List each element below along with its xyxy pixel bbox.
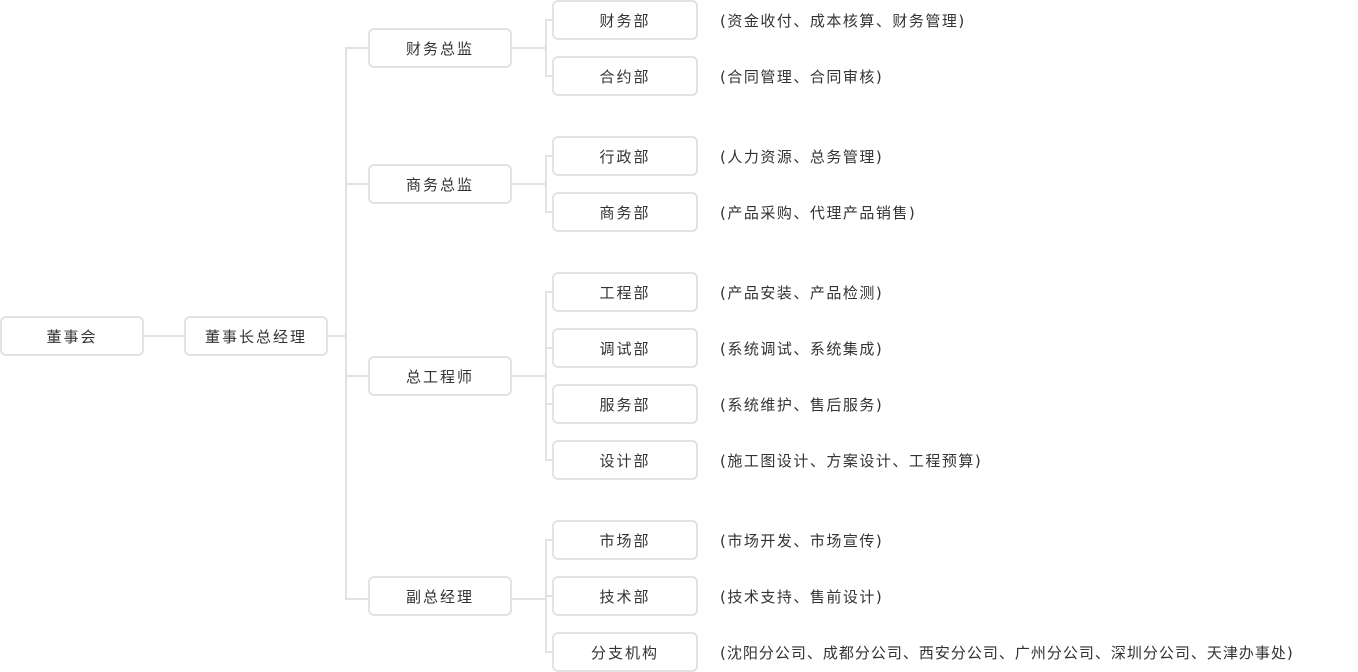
node-dept-commissioning: 调试部 <box>552 328 698 368</box>
connector-group-1-trunk <box>512 183 546 185</box>
node-director-deputy-gm: 副总经理 <box>368 576 512 616</box>
connector-group-0-trunk <box>512 47 546 49</box>
connector-group-0-spine <box>545 19 547 77</box>
connector-director-3 <box>345 598 368 600</box>
connector-board-gm <box>144 335 184 337</box>
connector-group-2-spine <box>545 291 547 461</box>
node-dept-contract: 合约部 <box>552 56 698 96</box>
dept-desc-design: (施工图设计、方案设计、工程预算) <box>720 451 983 470</box>
node-dept-design: 设计部 <box>552 440 698 480</box>
connector-dept-2-3 <box>545 459 552 461</box>
connector-group-2-trunk <box>512 375 546 377</box>
node-dept-admin: 行政部 <box>552 136 698 176</box>
node-director-business: 商务总监 <box>368 164 512 204</box>
dept-desc-engineering: (产品安装、产品检测) <box>720 283 884 302</box>
dept-desc-service: (系统维护、售后服务) <box>720 395 884 414</box>
connector-dept-0-0 <box>545 19 552 21</box>
dept-desc-finance: (资金收付、成本核算、财务管理) <box>720 11 966 30</box>
connector-dept-2-0 <box>545 291 552 293</box>
connector-group-3-trunk <box>512 598 546 600</box>
node-dept-branches: 分支机构 <box>552 632 698 672</box>
node-board: 董事会 <box>0 316 144 356</box>
connector-dept-0-1 <box>545 75 552 77</box>
dept-desc-business: (产品采购、代理产品销售) <box>720 203 917 222</box>
connector-dept-2-1 <box>545 347 552 349</box>
connector-gm-spine <box>345 47 347 599</box>
connector-director-0 <box>345 47 368 49</box>
node-dept-business: 商务部 <box>552 192 698 232</box>
dept-desc-commissioning: (系统调试、系统集成) <box>720 339 884 358</box>
node-dept-service: 服务部 <box>552 384 698 424</box>
connector-dept-1-1 <box>545 211 552 213</box>
node-dept-engineering: 工程部 <box>552 272 698 312</box>
node-director-finance: 财务总监 <box>368 28 512 68</box>
dept-desc-admin: (人力资源、总务管理) <box>720 147 884 166</box>
connector-dept-3-1 <box>545 595 552 597</box>
node-dept-finance: 财务部 <box>552 0 698 40</box>
connector-dept-3-0 <box>545 539 552 541</box>
connector-director-2 <box>345 375 368 377</box>
node-general-manager: 董事长总经理 <box>184 316 328 356</box>
node-dept-marketing: 市场部 <box>552 520 698 560</box>
connector-gm-trunk <box>328 335 346 337</box>
dept-desc-contract: (合同管理、合同审核) <box>720 67 884 86</box>
connector-group-1-spine <box>545 155 547 213</box>
connector-dept-3-2 <box>545 651 552 653</box>
connector-dept-2-2 <box>545 403 552 405</box>
dept-desc-marketing: (市场开发、市场宣传) <box>720 531 884 550</box>
dept-desc-technical: (技术支持、售前设计) <box>720 587 884 606</box>
connector-dept-1-0 <box>545 155 552 157</box>
node-dept-technical: 技术部 <box>552 576 698 616</box>
node-director-engineer: 总工程师 <box>368 356 512 396</box>
connector-director-1 <box>345 183 368 185</box>
dept-desc-branches: (沈阳分公司、成都分公司、西安分公司、广州分公司、深圳分公司、天津办事处) <box>720 643 1294 662</box>
